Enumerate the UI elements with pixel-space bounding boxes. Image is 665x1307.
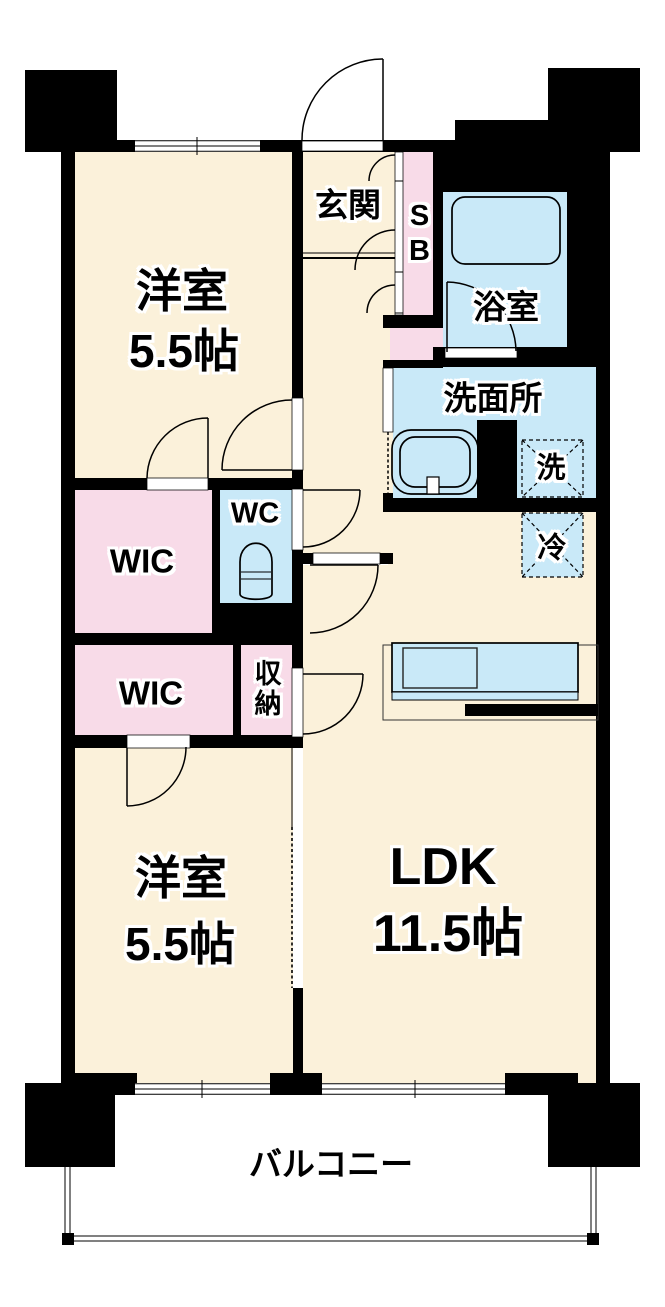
shoe-box-label: SB <box>403 200 436 270</box>
bedroom-bottom-size-label: 5.5帖 <box>125 918 235 970</box>
bedroom-ldk-partition <box>291 748 303 988</box>
bedroom-top-size-label: 5.5帖 <box>129 325 239 377</box>
washroom-sliding-door <box>382 367 394 433</box>
fridge-space <box>521 512 584 578</box>
washroom-label: 洗面所 <box>443 379 543 417</box>
hall-ldk-door-gap <box>312 552 381 565</box>
storage-door-swing <box>302 673 364 735</box>
bathtub <box>451 196 561 265</box>
storage-label: 収納 <box>250 659 281 719</box>
hall-ldk-door-swing <box>309 564 379 634</box>
ldk-size-label: 11.5帖 <box>372 905 524 963</box>
shoe-box-door-swings <box>354 154 396 314</box>
fridge-label: 冷 <box>537 532 567 565</box>
bathroom-door-gap <box>444 347 518 359</box>
wc-door-swing <box>302 489 361 548</box>
bedroom-top-door-gap <box>291 397 304 471</box>
wc-floor <box>220 490 292 603</box>
bedroom-top-name-label: 洋室 <box>136 265 228 317</box>
bathroom-floor <box>443 192 567 358</box>
bathroom-label: 浴室 <box>473 288 539 326</box>
door-swings <box>126 58 517 807</box>
wc-label: WC <box>230 497 280 530</box>
storage-floor <box>241 645 292 735</box>
entrance-door-swing <box>301 58 384 141</box>
bedroom-top-floor <box>75 152 298 484</box>
entrance-hall-floor <box>298 152 398 555</box>
washer-space <box>521 439 584 498</box>
wic-upper-floor <box>75 490 212 633</box>
bathroom-door-swing <box>446 281 517 352</box>
ldk-name-label: LDK <box>389 838 497 896</box>
washer-label: 洗 <box>536 452 566 485</box>
bedroom-bottom-floor <box>75 748 298 1083</box>
shoe-box-front <box>394 151 404 316</box>
bedroom-bottom-name-label: 洋室 <box>135 852 227 904</box>
wic-upper-door-swing <box>146 417 209 479</box>
storage-door-gap <box>291 667 304 738</box>
entrance-door-gap <box>301 140 384 152</box>
bedroom-top-door-swing <box>221 399 293 471</box>
balcony-railing <box>62 1167 599 1245</box>
wic-lower-label: WIC <box>118 674 184 712</box>
ldk-floor <box>298 498 602 1083</box>
window-top <box>135 137 260 155</box>
toilet <box>239 542 273 601</box>
entrance-label: 玄関 <box>315 186 381 224</box>
wic-lower-door-swing <box>126 746 187 807</box>
fixtures <box>239 196 599 721</box>
balcony-label: バルコニー <box>248 1145 414 1183</box>
wash-basin <box>391 429 479 495</box>
wc-door-gap <box>291 488 304 551</box>
window-bottom-right <box>322 1080 505 1098</box>
shoe-box-floor <box>403 152 433 315</box>
window-bottom-left <box>135 1080 270 1098</box>
windows-and-door-gaps <box>126 137 518 1098</box>
wic-lower-door-gap <box>126 734 191 749</box>
kitchen-counter <box>382 642 599 721</box>
kitchen-sink <box>402 647 478 689</box>
wic-lower-floor <box>75 645 233 735</box>
wic-upper-door-gap <box>146 477 209 491</box>
wic-upper-label: WIC <box>109 542 175 580</box>
